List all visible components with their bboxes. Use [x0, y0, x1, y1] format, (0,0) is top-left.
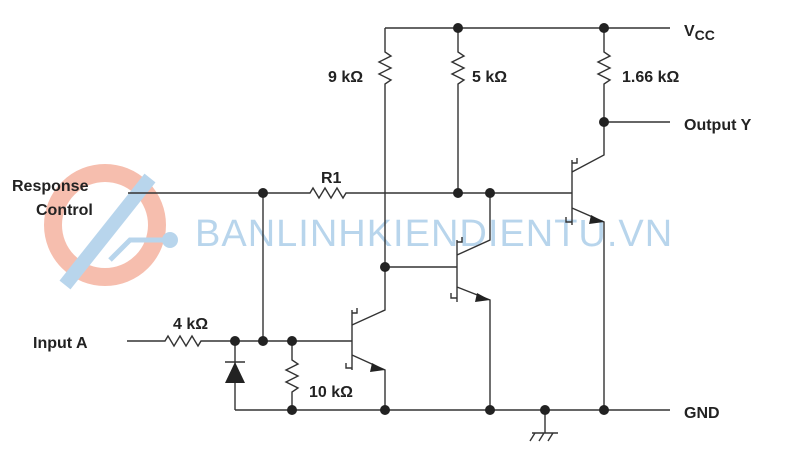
resistor-1-66k [571, 28, 612, 173]
ground-icon [529, 410, 558, 442]
r9k-label: 9 kΩ [328, 69, 363, 86]
r4k-label: 4 kΩ [173, 316, 208, 333]
resistor-5k [450, 28, 466, 193]
response-label: Response [12, 178, 89, 195]
schottky-clamp [345, 308, 358, 369]
schottky-clamp [565, 158, 578, 223]
output-label: Output Y [684, 117, 752, 134]
emitter-arrow-icon [475, 293, 490, 302]
vcc-label: VCC [684, 23, 715, 43]
diode-icon [225, 362, 245, 383]
resistor-4k [127, 334, 352, 348]
transistor-q3 [385, 193, 491, 410]
transistor-q1 [351, 310, 386, 410]
transistor-q4 [571, 160, 605, 410]
r10k-label: 10 kΩ [309, 384, 353, 401]
resistor-9k [351, 28, 393, 326]
resistor-10k [284, 341, 300, 410]
control-label: Control [36, 202, 93, 219]
watermark-text: BANLINHKIENDIENTU.VN [195, 213, 673, 255]
gnd-label: GND [684, 405, 720, 422]
resistor-r1 [128, 186, 572, 200]
schottky-clamp [450, 237, 463, 299]
r166k-label: 1.66 kΩ [622, 69, 679, 86]
input-label: Input A [33, 335, 88, 352]
emitter-arrow-icon [589, 215, 604, 224]
junction-dots [230, 23, 609, 415]
r5k-label: 5 kΩ [472, 69, 507, 86]
emitter-arrow-icon [370, 363, 385, 372]
r1-label: R1 [321, 170, 342, 187]
watermark-logo [44, 164, 178, 290]
